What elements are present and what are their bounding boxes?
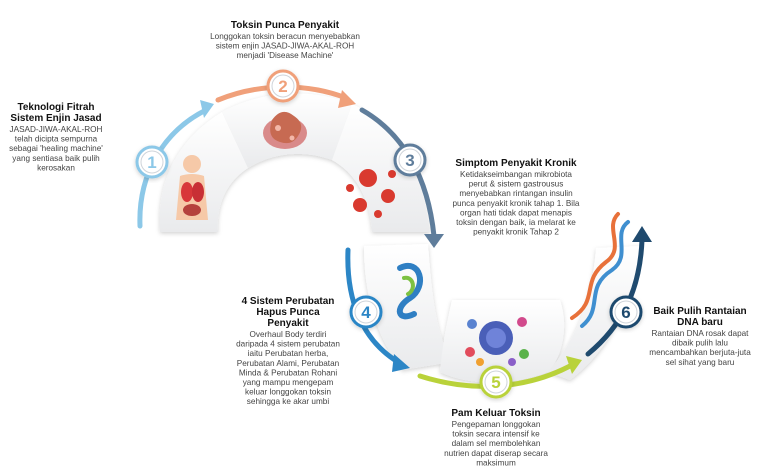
- step-title: Simptom Penyakit Kronik: [455, 158, 577, 169]
- card-6: [548, 246, 640, 380]
- step-description-line: dalam sel membolehkan: [452, 439, 541, 448]
- step-description-line: menjadi 'Disease Machine': [237, 51, 334, 60]
- step-description-line: Ketidakseimbangan mikrobiota: [460, 170, 572, 179]
- step-number: 1: [147, 153, 156, 172]
- step-badge-2: 2: [266, 69, 300, 103]
- step-badge-3: 3: [393, 143, 427, 177]
- step-description-line: JASAD-JIWA-AKAL-ROH: [10, 125, 103, 134]
- step-description-line: kerosakan: [37, 163, 75, 172]
- step-number: 4: [361, 303, 371, 322]
- step-description-line: mencambahkan berjuta-juta: [649, 348, 751, 357]
- step-description-line: Longgokan toksin beracun menyebabkan: [210, 32, 360, 41]
- toxic-organ-icon: [263, 111, 307, 149]
- step-description-line: nutrien dapat diserap secara: [444, 449, 548, 458]
- arrow-head-6: [632, 226, 652, 242]
- step-number: 3: [405, 151, 414, 170]
- step-title: Toksin Punca Penyakit: [231, 20, 340, 31]
- badge-ring: [140, 150, 164, 174]
- step-description-line: keluar longgokan toksin: [245, 388, 331, 397]
- card-3: [332, 104, 430, 232]
- step-title: Penyakit: [267, 318, 309, 329]
- arrow-head-3: [424, 234, 444, 248]
- badge-ring: [354, 300, 378, 324]
- step-badge-4: 4: [349, 295, 383, 329]
- step-text-3: Simptom Penyakit KronikKetidakseimbangan…: [453, 158, 580, 237]
- intestine-icon: [397, 263, 423, 320]
- cell-nutrient-icon: [465, 317, 529, 366]
- badge-ring: [271, 74, 295, 98]
- step-description-line: Minda & Perubatan Rohani: [239, 368, 337, 377]
- step-number: 6: [621, 303, 630, 322]
- step-description-line: yang mampu mengepam: [243, 378, 334, 387]
- step-badge-1: 1: [135, 145, 169, 179]
- step-title: 4 Sistem Perubatan: [242, 296, 335, 307]
- step-title: Teknologi Fitrah: [17, 102, 94, 113]
- virus-icon: [346, 169, 396, 218]
- step-description-line: Pengepaman longgokan: [452, 420, 541, 429]
- card-4: [364, 244, 452, 370]
- step-description-line: sebagai 'healing machine': [9, 144, 103, 153]
- step-title: Pam Keluar Toksin: [451, 408, 540, 419]
- step-description-line: maksimum: [476, 458, 516, 467]
- step-description-line: penyakit kronik Tahap 2: [473, 228, 559, 237]
- step-title: Sistem Enjin Jasad: [10, 113, 101, 124]
- step-description-line: iaitu Perubatan herba,: [248, 349, 329, 358]
- step-badge-6: 6: [609, 295, 643, 329]
- step-description-line: toksin dengan baik, ia melarat ke: [456, 218, 576, 227]
- arrow-head-4: [392, 354, 410, 372]
- step-description-line: yang sentiasa baik pulih: [12, 154, 100, 163]
- badge-ring: [614, 300, 638, 324]
- dna-helix-icon: [570, 212, 630, 328]
- arrow-head-1: [200, 100, 214, 118]
- step-number: 5: [491, 373, 500, 392]
- step-description-line: sel sihat yang baru: [666, 358, 735, 367]
- step-title: Baik Pulih Rantaian: [653, 306, 746, 317]
- step-description-line: toksin secara intensif ke: [452, 430, 540, 439]
- step-title: Hapus Punca: [256, 307, 320, 318]
- badge-ring: [484, 370, 508, 394]
- step-number: 2: [278, 77, 287, 96]
- step-description-line: perut & sistem gastrousus: [469, 180, 564, 189]
- arrow-head-2: [338, 90, 356, 108]
- step-description-line: organ hati tidak dapat menapis: [460, 208, 572, 217]
- step-description-line: telah dicipta sempurna: [15, 135, 98, 144]
- step-badge-5: 5: [479, 365, 513, 399]
- step-description-line: Perubatan Alami, Perubatan: [237, 359, 340, 368]
- card-backgrounds: [159, 93, 640, 383]
- step-description-line: dibaik pulih lalu: [672, 339, 728, 348]
- step-description-line: punca penyakit kronik tahap 1. Bila: [453, 199, 580, 208]
- badge-ring: [398, 148, 422, 172]
- step-title: DNA baru: [677, 317, 723, 328]
- step-description-line: Overhaul Body terdiri: [250, 330, 327, 339]
- step-description-line: Rantaian DNA rosak dapat: [652, 329, 750, 338]
- step-description-line: sehingga ke akar umbi: [247, 397, 330, 406]
- step-badges: 1 2 3 4 5 6: [135, 69, 643, 399]
- human-anatomy-icon: [176, 155, 208, 220]
- arrow-head-5: [566, 356, 582, 374]
- step-description-line: sistem enjin JASAD-JIWA-AKAL-ROH: [216, 42, 355, 51]
- step-description-line: daripada 4 sistem perubatan: [236, 340, 340, 349]
- step-description-line: menyebabkan rintangan insulin: [459, 189, 573, 198]
